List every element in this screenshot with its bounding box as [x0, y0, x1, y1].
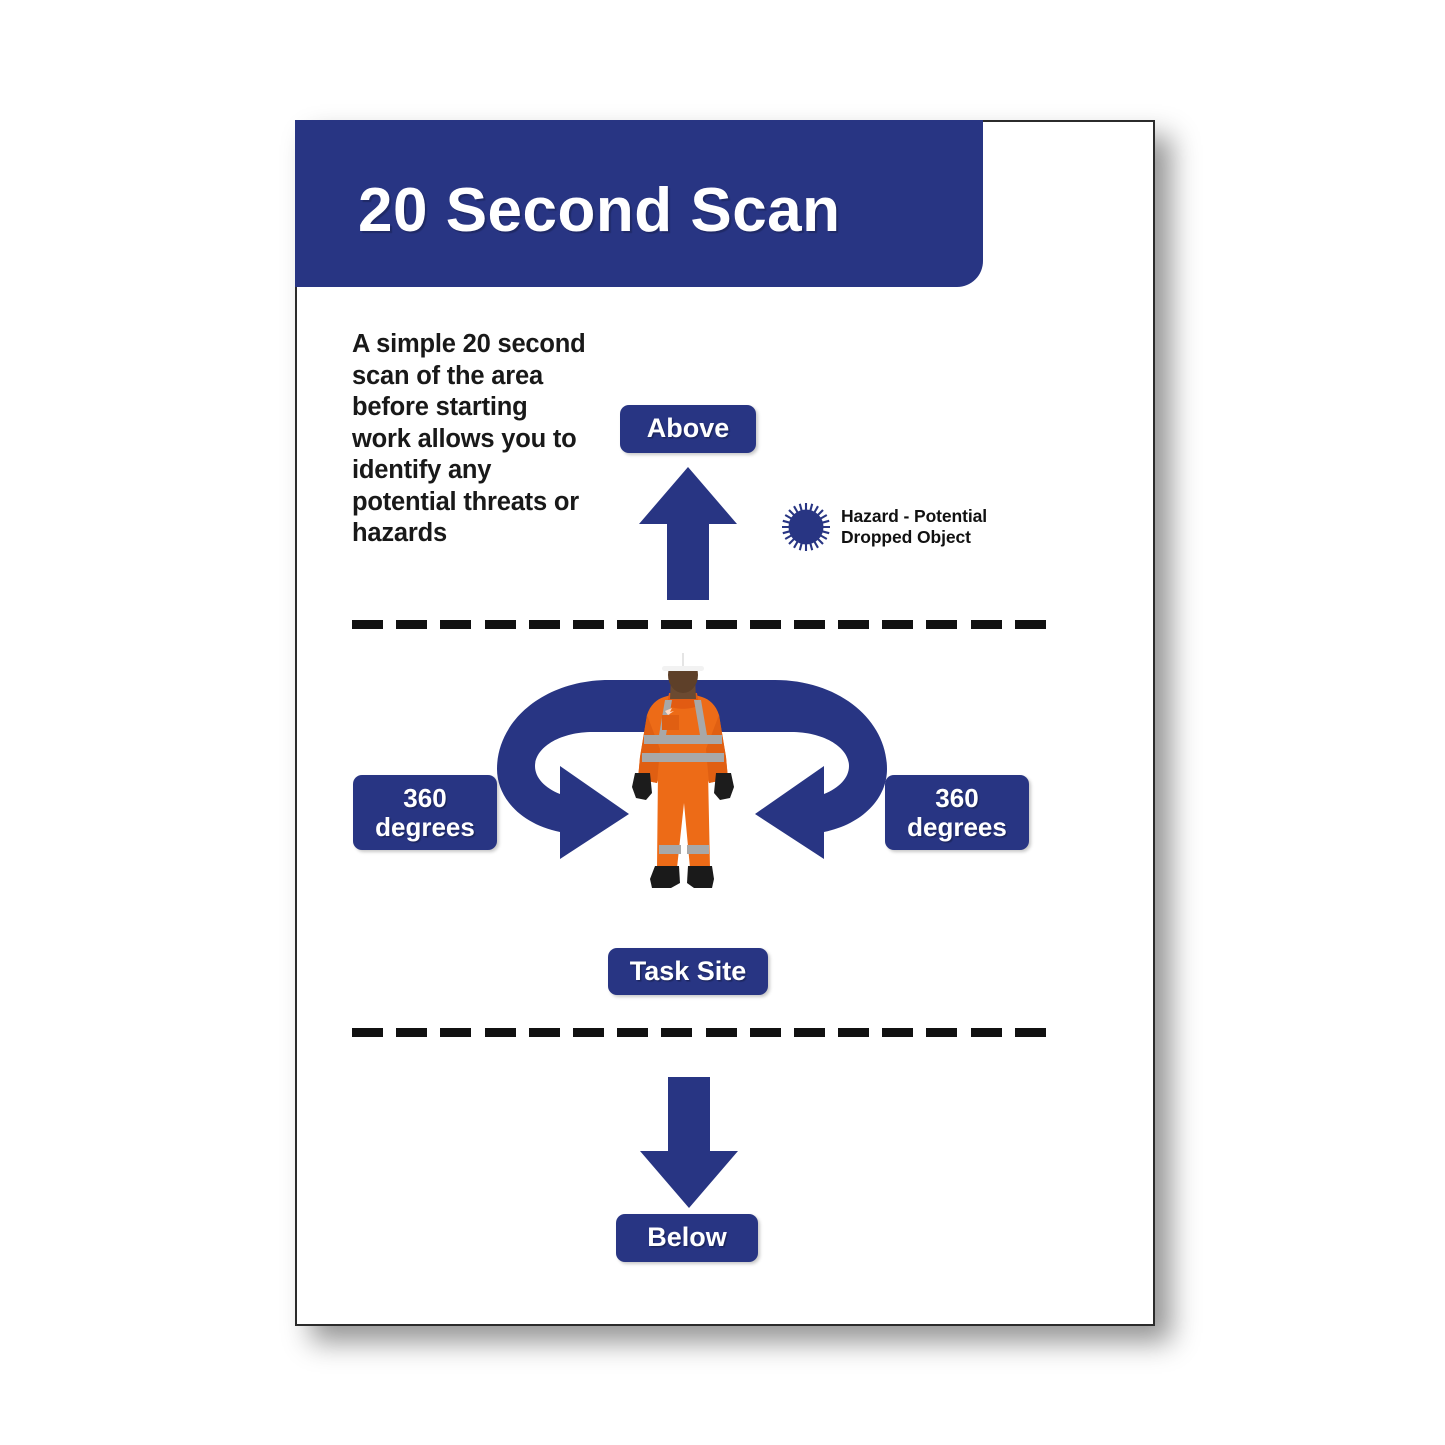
hazard-callout: Hazard - Potential Dropped Object	[780, 492, 1015, 562]
label-above-text: Above	[646, 413, 730, 444]
label-360-degrees-right: 360 degrees	[885, 775, 1029, 850]
starburst-hazard-icon	[782, 503, 830, 551]
poster-sheet: 20 Second Scan A simple 20 second scan o…	[295, 120, 1155, 1326]
label-360-degrees-left: 360 degrees	[353, 775, 497, 850]
dash	[440, 620, 472, 629]
dash	[926, 1028, 958, 1037]
label-360-left-word: degrees	[375, 811, 475, 842]
arrow-up-icon	[639, 467, 737, 600]
dash	[793, 620, 825, 629]
dash	[572, 620, 604, 629]
hazard-caption: Hazard - Potential Dropped Object	[841, 506, 987, 548]
dash	[440, 1028, 472, 1037]
dash	[396, 620, 428, 629]
dash	[661, 620, 693, 629]
divider-below	[352, 1028, 1046, 1037]
dash	[528, 1028, 560, 1037]
dash	[970, 1028, 1002, 1037]
label-below: Below	[616, 1214, 758, 1262]
dash	[838, 1028, 870, 1037]
label-360-right-number: 360	[935, 783, 979, 814]
dash	[705, 620, 737, 629]
arrow-down-icon	[640, 1077, 738, 1208]
label-task-site: Task Site	[608, 948, 768, 995]
worker-figure	[632, 653, 734, 888]
dash	[882, 620, 914, 629]
page-title: 20 Second Scan	[358, 176, 841, 245]
dash	[1014, 1028, 1046, 1037]
dash	[661, 1028, 693, 1037]
label-task-site-text: Task Site	[629, 955, 747, 986]
dash	[352, 620, 383, 629]
hazard-caption-line1: Hazard - Potential	[841, 506, 988, 526]
intro-paragraph: A simple 20 second scan of the area befo…	[352, 330, 586, 547]
dash	[617, 620, 649, 629]
dash	[705, 1028, 737, 1037]
curved-arrow-right-icon	[682, 680, 887, 859]
hazard-caption-line2: Dropped Object	[841, 527, 971, 547]
label-360-right-word: degrees	[907, 811, 1007, 842]
label-360-left-number: 360	[403, 783, 447, 814]
label-below-text: Below	[647, 1222, 727, 1253]
dash	[838, 620, 870, 629]
dash	[484, 1028, 516, 1037]
dash	[528, 620, 560, 629]
dash	[617, 1028, 649, 1037]
dash	[749, 1028, 781, 1037]
dash	[793, 1028, 825, 1037]
dash	[1014, 620, 1046, 629]
divider-above	[352, 620, 1046, 629]
dash	[749, 620, 781, 629]
dash	[396, 1028, 428, 1037]
dash	[882, 1028, 914, 1037]
dash	[352, 1028, 383, 1037]
dash	[484, 620, 516, 629]
dash	[926, 620, 958, 629]
dash	[970, 620, 1002, 629]
dash	[572, 1028, 604, 1037]
title-banner: 20 Second Scan	[295, 120, 983, 287]
label-above: Above	[620, 405, 756, 453]
